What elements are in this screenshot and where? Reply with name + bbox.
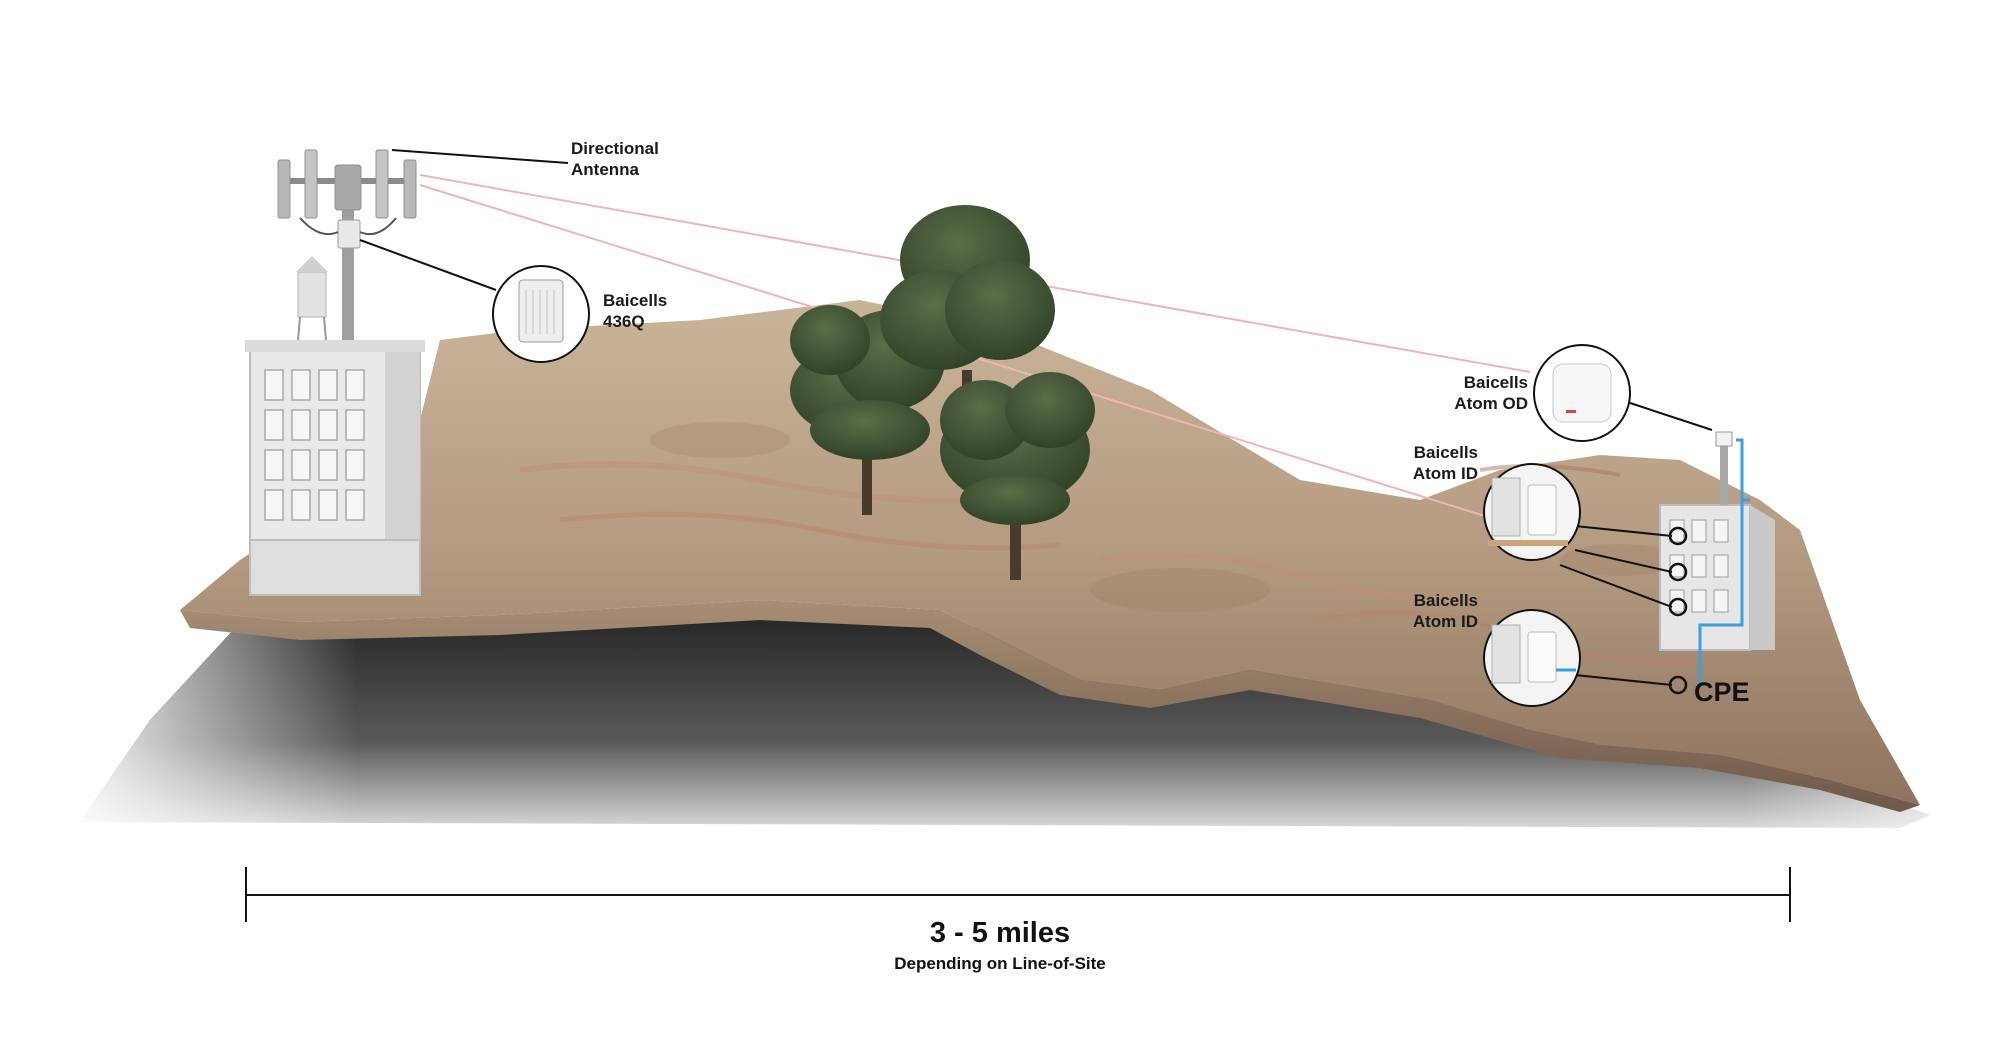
cable <box>1698 438 1744 688</box>
connection-markers <box>1668 526 1688 695</box>
atom-id-label-2: Baicells Atom ID <box>1412 591 1478 631</box>
cpe-label: CPE <box>1694 677 1750 707</box>
directional-antenna-label: Directional Antenna <box>571 139 659 179</box>
atom-od-callout <box>1533 344 1631 442</box>
directional-antenna <box>277 149 417 249</box>
distance-scale-bar <box>245 867 1791 922</box>
atom-id-callout-2 <box>1483 609 1581 707</box>
baicells-436q-callout <box>492 265 590 363</box>
atom-od-label: Baicells Atom OD <box>1454 373 1528 413</box>
ground-shadow <box>80 615 1930 828</box>
leader-lines <box>359 149 1713 686</box>
atom-id-callout-1 <box>1483 463 1581 561</box>
tree <box>940 372 1095 580</box>
distance-note: Depending on Line-of-Site <box>894 954 1106 973</box>
office-building-left <box>245 190 425 596</box>
tree <box>880 205 1055 425</box>
distance-value: 3 - 5 miles <box>929 917 1071 949</box>
baicells-436q-label: Baicells 436Q <box>603 291 668 331</box>
atom-id-label-1: Baicells Atom ID <box>1412 443 1478 483</box>
